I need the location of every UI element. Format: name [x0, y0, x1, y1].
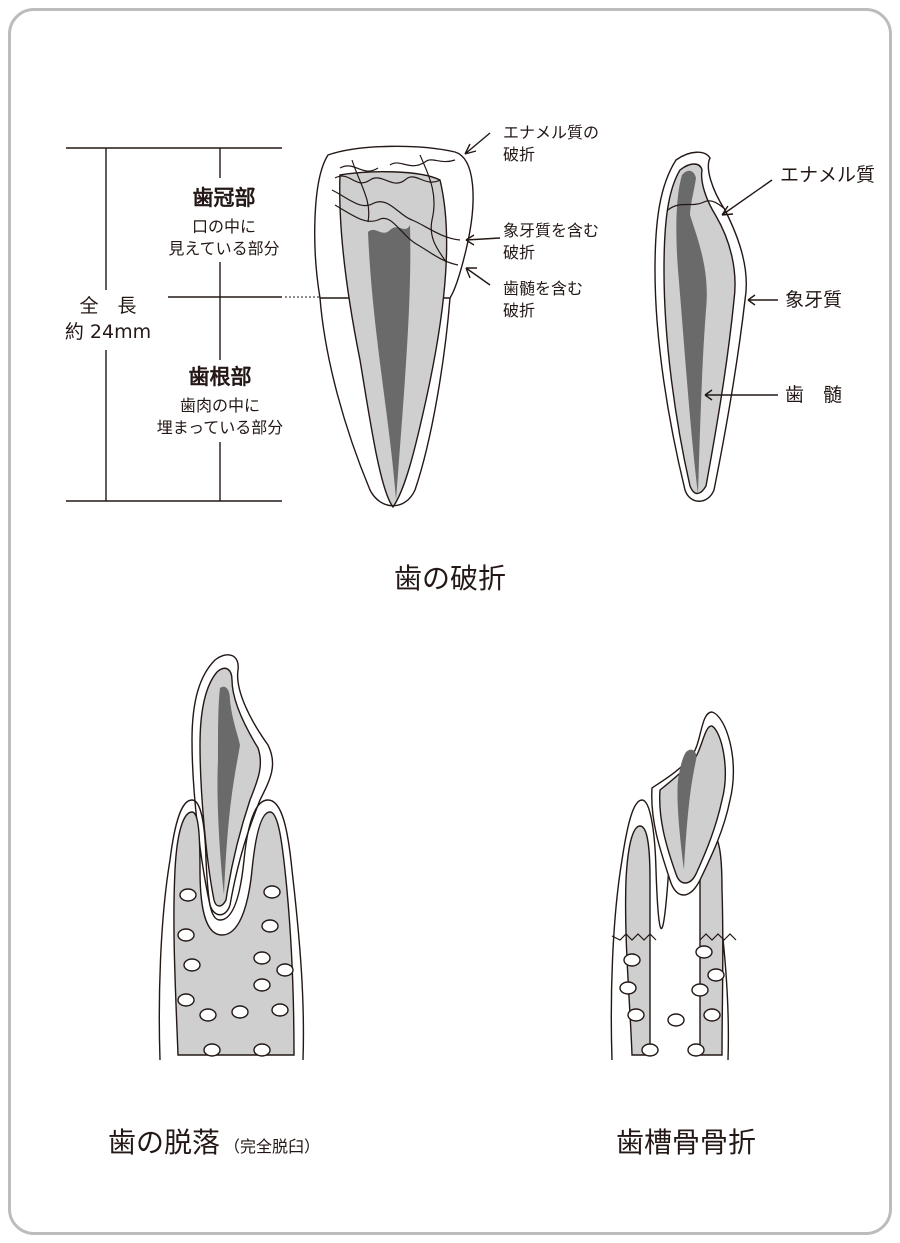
- dentin-label: 象牙質: [785, 290, 842, 312]
- avulsion-caption: 歯の脱落（完全脱臼）: [108, 1127, 320, 1159]
- total-length-label: 全 長: [79, 296, 136, 318]
- avulsion-caption-sub: （完全脱臼）: [224, 1137, 320, 1156]
- alveolar-fracture: [611, 712, 736, 1060]
- dentin-fracture-label-2: 破折: [503, 244, 535, 262]
- pulp-fracture-label-2: 破折: [503, 302, 535, 320]
- crown-label: 歯冠部: [193, 186, 256, 210]
- pulp-label: 歯 髄: [785, 385, 842, 407]
- crown-desc-line2: 見えている部分: [168, 240, 279, 258]
- root-label: 歯根部: [189, 365, 252, 389]
- avulsion-caption-main: 歯の脱落: [108, 1126, 220, 1159]
- fracture-caption: 歯の破折: [394, 563, 506, 595]
- dentin-fracture-label-1: 象牙質を含む: [503, 222, 599, 240]
- pulp-fracture-label-1: 歯髄を含む: [503, 280, 583, 298]
- root-desc-line1: 歯肉の中に: [180, 397, 260, 415]
- total-length-value: 約 24mm: [65, 322, 151, 344]
- crown-desc-line1: 口の中に: [192, 218, 256, 236]
- root-desc-line2: 埋まっている部分: [157, 419, 284, 437]
- enamel-label: エナメル質: [780, 165, 875, 187]
- tooth-anatomy-diagram: [655, 152, 746, 501]
- enamel-fracture-label-1: エナメル質の: [503, 124, 599, 142]
- enamel-fracture-label-2: 破折: [503, 146, 535, 164]
- alveolar-fracture-caption: 歯槽骨骨折: [616, 1127, 756, 1159]
- tooth-fracture-diagram: [315, 146, 473, 507]
